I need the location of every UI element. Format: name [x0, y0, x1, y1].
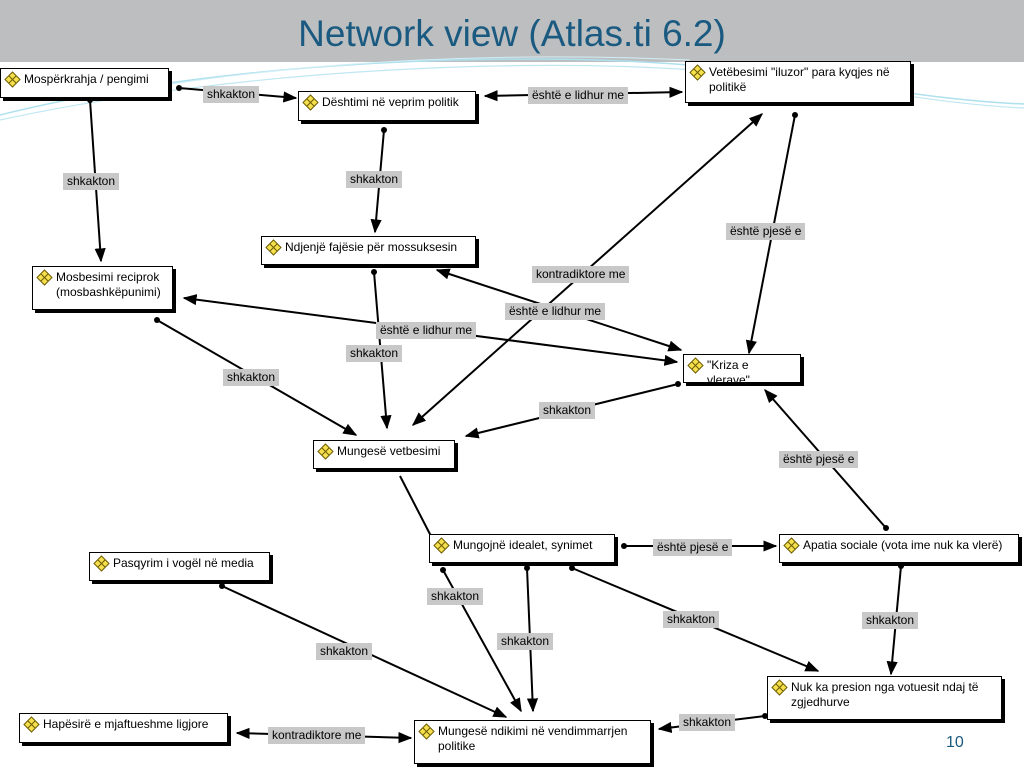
code-icon	[93, 555, 110, 572]
code-icon	[23, 716, 40, 733]
node-vetebesimi-iluzor[interactable]: Vetëbesimi "iluzor" para kyqjes në polit…	[685, 61, 911, 103]
edge-label: është pjesë e	[726, 223, 806, 240]
edge-dot	[371, 269, 377, 275]
title-bar	[0, 0, 1024, 62]
node-mungojne-idealet[interactable]: Mungojnë idealet, synimet	[429, 534, 615, 563]
edge-dot	[381, 127, 387, 133]
code-icon	[317, 443, 334, 460]
page-title: Network view (Atlas.ti 6.2)	[298, 13, 726, 54]
edge-label: shkakton	[346, 171, 403, 188]
code-icon	[771, 679, 788, 696]
edge-dot	[154, 317, 160, 323]
node-label: Mungojnë idealet, synimet	[453, 538, 593, 552]
edge-label: shkakton	[539, 402, 596, 419]
edge-dot	[762, 713, 768, 719]
node-mungese-vetbesimi[interactable]: Mungesë vetbesimi	[313, 440, 455, 469]
edge-dot	[621, 543, 627, 549]
edge-dot	[898, 563, 904, 569]
code-icon	[302, 94, 319, 111]
node-pasqyrim[interactable]: Pasqyrim i vogël në media	[89, 552, 270, 581]
node-mosperkrahja[interactable]: Mospërkrahja / pengimi	[0, 68, 169, 98]
edge-dot	[524, 565, 530, 571]
code-icon	[265, 239, 282, 256]
page-number: 10	[946, 734, 964, 751]
edge-dot	[219, 583, 225, 589]
edge-label: është e lidhur me	[505, 303, 606, 320]
node-label: Dështimi në veprim politik	[322, 95, 459, 109]
node-hapesire[interactable]: Hapësirë e mjaftueshme ligjore	[19, 713, 228, 743]
edge-label: është e lidhur me	[376, 322, 477, 339]
code-icon	[783, 537, 800, 554]
node-label: Mungesë ndikimi në vendimmarrjen politik…	[438, 724, 628, 753]
node-mungese-ndikimi[interactable]: Mungesë ndikimi në vendimmarrjen politik…	[414, 720, 651, 764]
code-icon	[36, 269, 53, 286]
edge-dot	[87, 97, 93, 103]
edge-mungese-vetbesimi-mungojne	[399, 475, 434, 541]
edge-label: shkakton	[862, 612, 919, 629]
node-nuk-ka-presion[interactable]: Nuk ka presion nga votuesit ndaj të zgje…	[767, 676, 1002, 720]
node-mosbesimi-reciprok[interactable]: Mosbesimi reciprok (mosbashkëpunimi)	[32, 266, 173, 310]
code-icon	[687, 357, 704, 374]
edge-label: shkakton	[679, 714, 736, 731]
node-label: Nuk ka presion nga votuesit ndaj të zgje…	[791, 680, 979, 709]
node-label: Apatia sociale (vota ime nuk ka vlerë)	[803, 538, 1003, 552]
edge-label: kontradiktore me	[532, 266, 630, 283]
edge-label: shkakton	[346, 345, 403, 362]
edge-label: shkakton	[223, 369, 280, 386]
edge-label: është e lidhur me	[528, 87, 629, 104]
edge-label: shkakton	[663, 611, 720, 628]
code-icon	[4, 71, 21, 88]
node-kriza-vlerave[interactable]: "Kriza e vlerave"	[683, 354, 801, 387]
node-label: Pasqyrim i vogël në media	[113, 556, 254, 570]
node-apatia-sociale[interactable]: Apatia sociale (vota ime nuk ka vlerë)	[779, 534, 1019, 563]
edge-label: kontradiktore me	[268, 727, 366, 744]
node-label: "Kriza e vlerave"	[707, 358, 750, 387]
node-deshtimi[interactable]: Dështimi në veprim politik	[298, 91, 476, 121]
node-label: Mosbesimi reciprok (mosbashkëpunimi)	[56, 270, 161, 299]
edge-dot	[440, 567, 446, 573]
node-label: Ndjenjë fajësie për mossuksesin	[285, 240, 458, 254]
node-label: Mospërkrahja / pengimi	[24, 72, 149, 86]
edge-label: shkakton	[427, 588, 484, 605]
edge-label: shkakton	[316, 643, 373, 660]
edge-dot	[883, 525, 889, 531]
edge-dot	[792, 112, 798, 118]
node-label: Mungesë vetbesimi	[337, 444, 441, 458]
edge-label: shkakton	[63, 173, 120, 190]
node-label: Vetëbesimi "iluzor" para kyqjes në polit…	[709, 65, 890, 94]
node-label: Hapësirë e mjaftueshme ligjore	[43, 717, 209, 731]
code-icon	[689, 64, 706, 81]
edge-label: është pjesë e	[779, 451, 859, 468]
edge-label: shkakton	[497, 633, 554, 650]
code-icon	[433, 537, 450, 554]
edge-dot	[176, 85, 182, 91]
edge-dot	[569, 565, 575, 571]
edge-dot	[675, 381, 681, 387]
edge-label: shkakton	[203, 86, 260, 103]
edge-label: është pjesë e	[653, 539, 733, 556]
code-icon	[418, 723, 435, 740]
node-ndjenje-fajesie[interactable]: Ndjenjë fajësie për mossuksesin	[261, 236, 476, 265]
